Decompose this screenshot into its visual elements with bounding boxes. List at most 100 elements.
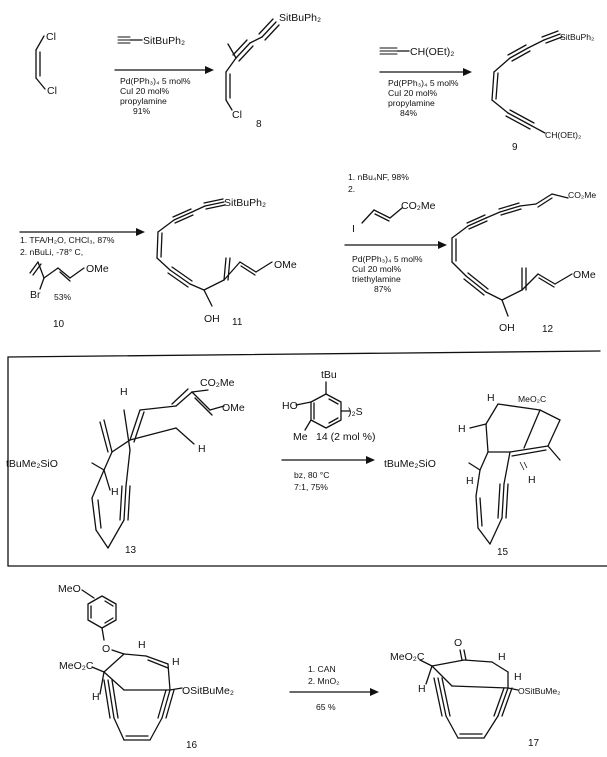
compound-8-silyl-label: SitBuPh₂ [279,12,321,24]
step4-reagent: CO₂Me I [352,200,436,235]
step2-cond-yield: 84% [400,108,418,118]
compound-10-number: 10 [53,319,65,330]
compound-16-ether-o-label: O [102,643,110,655]
compound-17-number: 17 [528,738,540,749]
compound-12-oh-label: OH [499,322,515,334]
compound-10-structure: OMe Br 53% 10 [29,261,109,330]
compound-16-number: 16 [186,740,198,751]
compound-16-silyloxy-label: OSitBuMe₂ [182,685,234,697]
compound-11-structure: SitBuPh₂ OH OMe 11 [156,197,297,328]
dichloroethene-structure: Cl Cl [35,31,57,97]
compound-16-h-1: H [138,639,146,651]
catalyst-14-tbu-label: tBu [321,369,337,381]
compound-15-ester-label: MeO₂C [518,394,546,404]
step3-arrowhead [136,228,145,236]
step2-conditions: Pd(PPh₃)₄ 5 mol% CuI 20 mol% propylamine… [388,78,459,118]
step1-reagent-label: SitBuPh₂ [143,35,185,47]
compound-15-structure: tBuMe₂SiO H H H MeO₂C H 15 [384,392,561,558]
step1-conditions: Pd(PPh₃)₄ 5 mol% CuI 20 mol% propylamine… [120,76,191,116]
compound-11-silyl-label: SitBuPh₂ [224,197,266,209]
step2-cond-base: propylamine [388,98,435,108]
box-top-border [7,350,601,358]
compound-13-ester-label: CO₂Me [200,377,235,389]
compound-13-h-top: H [120,386,128,398]
box-cond-solvent: bz, 80 °C [294,470,329,480]
compound-16-h-3: H [92,691,100,703]
compound-16-meo-label: MeO [58,583,81,595]
step2-reagent: CH(OEt)₂ [379,46,454,58]
step4-cond-2: 2. [348,184,355,194]
compound-8-chloro-label: Cl [232,109,242,121]
compound-13-number: 13 [125,545,137,556]
catalyst-14-me-label: Me [293,431,308,443]
compound-16-h-2: H [172,656,180,668]
compound-17-h-3: H [418,683,426,695]
compound-16-ester-label: MeO₂C [59,660,94,672]
compound-17-ketone-o-label: O [454,637,462,649]
chloro-label-bottom: Cl [47,85,57,97]
compound-12-ome-label: OMe [573,269,596,281]
compound-13-ome-label: OMe [222,402,245,414]
catalyst-14-number: 14 (2 mol %) [316,431,376,443]
compound-17-silyloxy-label: OSitBuMe₂ [518,686,561,696]
catalyst-14-structure: tBu HO )₂S Me 14 (2 mol %) [282,369,376,443]
step5-yield: 65 % [316,702,336,712]
compound-15-number: 15 [497,547,509,558]
step5-conditions: 1. CAN 2. MnO₂ 65 % [308,664,340,712]
compound-15-h-3: H [458,423,466,435]
step4-cond-catalyst: Pd(PPh₃)₄ 5 mol% [352,254,423,264]
step4-arrowhead [438,241,447,249]
step2-cond-catalyst: Pd(PPh₃)₄ 5 mol% [388,78,459,88]
step4-cond-cui: CuI 20 mol% [352,264,402,274]
step3-conditions: 1. TFA/H₂O, CHCl₃, 87% 2. nBuLi, -78° C, [20,235,115,257]
step4-conditions-bottom: Pd(PPh₃)₄ 5 mol% CuI 20 mol% triethylami… [352,254,423,294]
step1-cond-yield: 91% [133,106,151,116]
compound-8-number: 8 [256,119,262,130]
step5-cond-1: 1. CAN [308,664,336,674]
chloro-label-top: Cl [46,31,56,43]
compound-17-h-1: H [498,651,506,663]
step4-cond-1: 1. nBu₄NF, 98% [348,172,409,182]
step4-conditions-top: 1. nBu₄NF, 98% 2. [348,172,409,194]
step4-reagent-iodo: I [352,223,355,235]
step1-cond-catalyst: Pd(PPh₃)₄ 5 mol% [120,76,191,86]
step4-cond-base: triethylamine [352,274,401,284]
compound-13-silyloxy-label: tBuMe₂SiO [6,458,58,470]
compound-9-silyl-label: SitBuPh₂ [560,32,594,42]
compound-13-h-stereo: H [111,486,119,498]
compound-15-h-4: H [528,474,536,486]
compound-9-number: 9 [512,142,518,153]
compound-12-number: 12 [542,324,554,335]
step1-cond-cui: CuI 20 mol% [120,86,170,96]
compound-10-ome-label: OMe [86,263,109,275]
step2-cond-cui: CuI 20 mol% [388,88,438,98]
step1-reagent: SitBuPh₂ [117,35,185,47]
compound-9-acetal-label: CH(OEt)₂ [545,130,581,140]
compound-17-ester-label: MeO₂C [390,651,425,663]
box-arrowhead [366,456,375,464]
compound-13-h-right: H [198,443,206,455]
step2-arrowhead [463,68,472,76]
compound-16-structure: MeO O MeO₂C H H H OSitBuMe₂ 16 [58,583,234,751]
compound-12-structure: CO₂Me OH OMe 12 [451,190,596,335]
compound-11-number: 11 [232,317,243,328]
compound-9-structure: SitBuPh₂ CH(OEt)₂ 9 [491,30,594,153]
compound-17-h-2: H [514,671,522,683]
box-conditions: bz, 80 °C 7:1, 75% [294,470,329,492]
step4-cond-yield: 87% [374,284,392,294]
step4-reagent-ester: CO₂Me [401,200,436,212]
compound-15-silyloxy-label: tBuMe₂SiO [384,458,436,470]
step3-cond-1: 1. TFA/H₂O, CHCl₃, 87% [20,235,115,245]
compound-11-oh-label: OH [204,313,220,325]
compound-13-structure: tBuMe₂SiO H H CO₂Me OMe H 13 [6,377,245,556]
box-cond-ratio-yield: 7:1, 75% [294,482,328,492]
compound-12-ester-label: CO₂Me [568,190,596,200]
catalyst-14-s-label: )₂S [348,406,363,418]
compound-15-h-2: H [487,392,495,404]
compound-10-br-label: Br [30,289,41,301]
step5-arrowhead [370,688,379,696]
step3-cond-2: 2. nBuLi, -78° C, [20,247,83,257]
compound-11-ome-label: OMe [274,259,297,271]
